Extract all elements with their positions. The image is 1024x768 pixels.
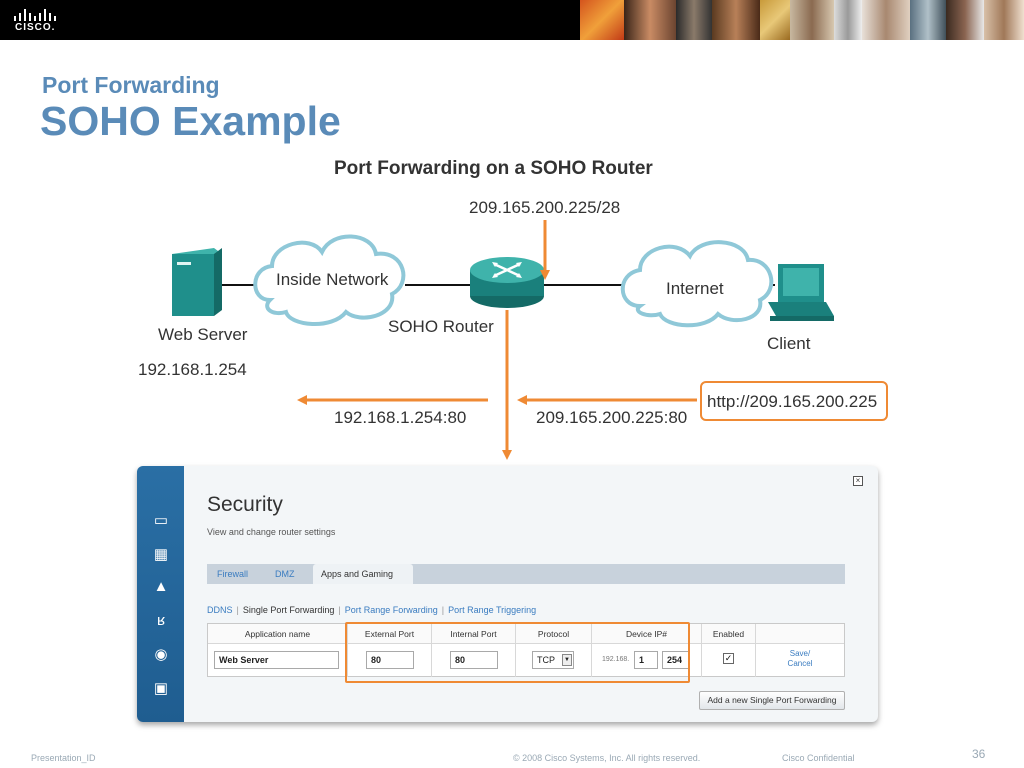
footer-confidential: Cisco Confidential xyxy=(782,753,855,763)
subnav-port-range-triggering[interactable]: Port Range Triggering xyxy=(448,605,537,615)
wireless-icon[interactable]: ʁ xyxy=(156,612,166,629)
panel-title: Security xyxy=(207,493,283,516)
url-box: http://209.165.200.225 xyxy=(700,381,888,421)
clock-icon[interactable]: ◉ xyxy=(154,646,168,663)
inside-network-cloud-icon xyxy=(253,234,406,327)
logo-text: CISCO. xyxy=(15,22,56,33)
tab-apps-and-gaming[interactable]: Apps and Gaming xyxy=(313,564,413,584)
router-icon xyxy=(470,257,544,308)
cancel-link[interactable]: Cancel xyxy=(787,659,813,668)
web-server-ip-label: 192.168.1.254 xyxy=(138,360,247,379)
column-header: Internal Port xyxy=(432,624,516,644)
tab-firewall[interactable]: Firewall xyxy=(217,569,249,579)
application-name-input[interactable]: Web Server xyxy=(214,651,339,669)
inside-network-label: Inside Network xyxy=(276,270,389,289)
panel-subtitle: View and change router settings xyxy=(207,527,336,537)
devices-icon[interactable]: ▦ xyxy=(153,546,169,563)
router-ui-sidebar: ▭ ▦ ▲ ʁ ◉ ▣ xyxy=(137,466,184,722)
table-cell: 80 xyxy=(348,644,432,677)
router-ui-panel: ▭ ▦ ▲ ʁ ◉ ▣ × Security View and change r… xyxy=(137,466,878,722)
external-port-input[interactable]: 80 xyxy=(366,651,414,669)
table-cell: Web Server xyxy=(208,644,348,677)
header-banner: CISCO. xyxy=(0,0,1024,40)
table-cell: ✓ xyxy=(702,644,756,677)
page-number: 36 xyxy=(972,747,986,761)
client-pc-icon xyxy=(768,264,834,321)
internet-label: Internet xyxy=(666,279,724,298)
column-header: Enabled xyxy=(702,624,756,644)
column-header: External Port xyxy=(348,624,432,644)
tab-dmz[interactable]: DMZ xyxy=(275,569,295,579)
diagram-title: Port Forwarding on a SOHO Router xyxy=(334,158,653,179)
column-header-empty xyxy=(756,624,844,644)
close-icon[interactable]: × xyxy=(853,476,863,486)
column-header: Protocol xyxy=(516,624,592,644)
slide-subtitle: Port Forwarding xyxy=(42,72,220,98)
photo-tile xyxy=(910,0,946,40)
enabled-checkbox[interactable]: ✓ xyxy=(723,653,734,664)
subnav-ddns[interactable]: DDNS xyxy=(207,605,233,615)
protocol-select[interactable]: TCP ▼ xyxy=(532,651,574,669)
photo-tile xyxy=(946,0,984,40)
add-forwarding-button[interactable]: Add a new Single Port Forwarding xyxy=(699,691,845,710)
photo-tile xyxy=(624,0,676,40)
network-icon[interactable]: ▭ xyxy=(153,512,169,529)
device-ip-third-input[interactable]: 1 xyxy=(634,651,658,669)
column-header: Application name xyxy=(208,624,348,644)
chevron-down-icon: ▼ xyxy=(562,654,572,666)
tab-bar: Firewall DMZ Apps and Gaming xyxy=(207,564,845,584)
highlight-box xyxy=(345,622,690,683)
footer-copyright: © 2008 Cisco Systems, Inc. All rights re… xyxy=(513,753,701,763)
internet-cloud-icon xyxy=(620,240,774,328)
internal-port-input[interactable]: 80 xyxy=(450,651,498,669)
photo-tile xyxy=(984,0,1024,40)
device-ip-last-input[interactable]: 254 xyxy=(662,651,690,669)
footer-presentation-id: Presentation_ID xyxy=(31,753,96,763)
subnav: DDNS|Single Port Forwarding|Port Range F… xyxy=(207,605,537,615)
photo-tile xyxy=(676,0,712,40)
device-ip-prefix: 192.168. xyxy=(602,656,630,663)
warning-icon[interactable]: ▲ xyxy=(153,578,169,595)
port-forwarding-table: Application name External Port Internal … xyxy=(207,623,845,677)
outside-socket-label: 209.165.200.225:80 xyxy=(536,408,688,427)
photo-tile xyxy=(712,0,760,40)
photo-strip xyxy=(580,0,1024,40)
table-cell: TCP ▼ xyxy=(516,644,592,677)
subnav-single-port-forwarding[interactable]: Single Port Forwarding xyxy=(242,605,335,615)
media-icon[interactable]: ▣ xyxy=(153,680,169,697)
router-label: SOHO Router xyxy=(388,317,494,336)
photo-tile xyxy=(790,0,834,40)
photo-tile xyxy=(580,0,624,40)
photo-tile xyxy=(834,0,862,40)
cisco-bars-icon xyxy=(14,9,56,21)
table-cell: 192.168. 1 254 xyxy=(592,644,702,677)
photo-tile xyxy=(862,0,910,40)
slide-title: SOHO Example xyxy=(40,98,341,144)
column-header: Device IP# xyxy=(592,624,702,644)
protocol-value: TCP xyxy=(537,655,555,665)
cisco-logo: CISCO. xyxy=(12,6,72,34)
save-link[interactable]: Save/ xyxy=(789,649,811,658)
public-ip-label: 209.165.200.225/28 xyxy=(469,198,621,217)
table-cell: 80 xyxy=(432,644,516,677)
subnav-port-range-forwarding[interactable]: Port Range Forwarding xyxy=(344,605,438,615)
web-server-icon xyxy=(172,248,222,316)
table-cell: Save/ Cancel xyxy=(756,644,844,677)
web-server-label: Web Server xyxy=(158,325,248,344)
photo-tile xyxy=(760,0,790,40)
client-label: Client xyxy=(767,334,811,353)
inside-socket-label: 192.168.1.254:80 xyxy=(334,408,467,427)
